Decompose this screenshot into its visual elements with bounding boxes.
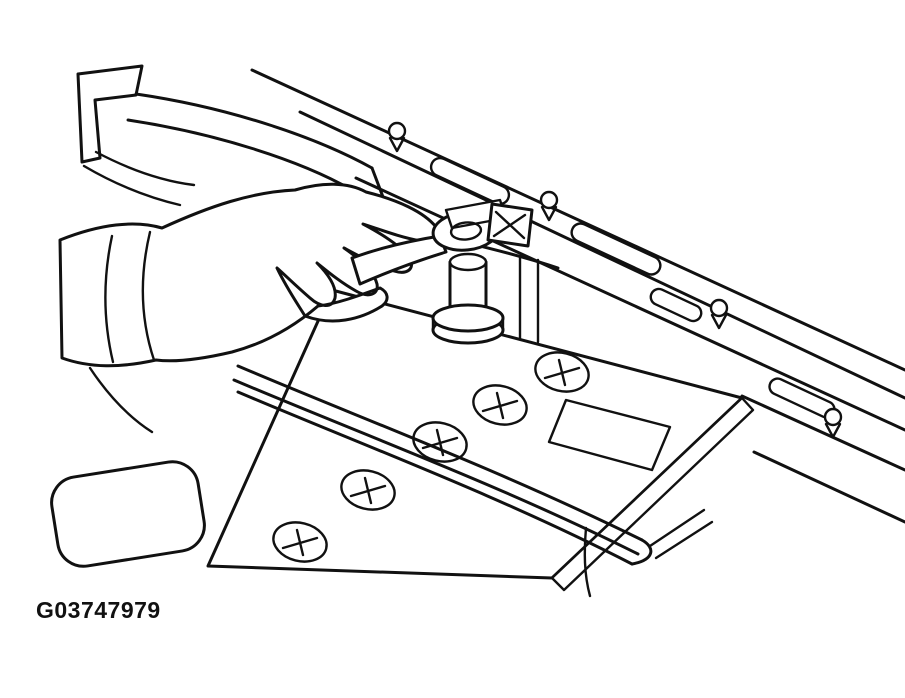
battery-vent-cap <box>340 469 396 511</box>
hold-down-pin <box>583 526 592 598</box>
sleeve-fold-line <box>88 366 154 434</box>
hand-outline <box>58 182 440 368</box>
sleeve-cuff-line <box>141 230 156 362</box>
retainer-clip <box>709 298 729 330</box>
diagonal-member <box>298 110 905 400</box>
battery-vent-cap <box>472 384 528 426</box>
retainer-clip <box>387 121 407 153</box>
retainer-clip <box>823 407 843 439</box>
battery-hold-down-strap <box>232 364 714 598</box>
panel-slot <box>429 156 511 206</box>
battery <box>206 288 755 592</box>
diagonal-member <box>250 68 905 372</box>
battery-side-face <box>550 396 755 592</box>
battery-post <box>431 252 505 345</box>
panel-slot <box>649 287 703 323</box>
terminal-cable-arm <box>350 234 448 286</box>
sleeve-fold-line <box>104 234 115 364</box>
clamp-ring-hole <box>449 221 483 241</box>
hand-gripping-terminal <box>58 182 440 434</box>
battery-vent-cap <box>534 351 590 393</box>
panel-slot <box>570 222 662 276</box>
battery-label-recess <box>547 398 672 472</box>
figure-id-label: G03747979 <box>36 597 161 623</box>
diagonal-member <box>752 450 905 524</box>
body-bracket <box>76 64 144 164</box>
diagonal-member <box>740 394 905 472</box>
battery-vent-cap <box>272 521 328 563</box>
fender-corner <box>50 460 206 568</box>
retainer-clip <box>539 190 559 222</box>
battery-terminal-clamp <box>350 198 534 286</box>
